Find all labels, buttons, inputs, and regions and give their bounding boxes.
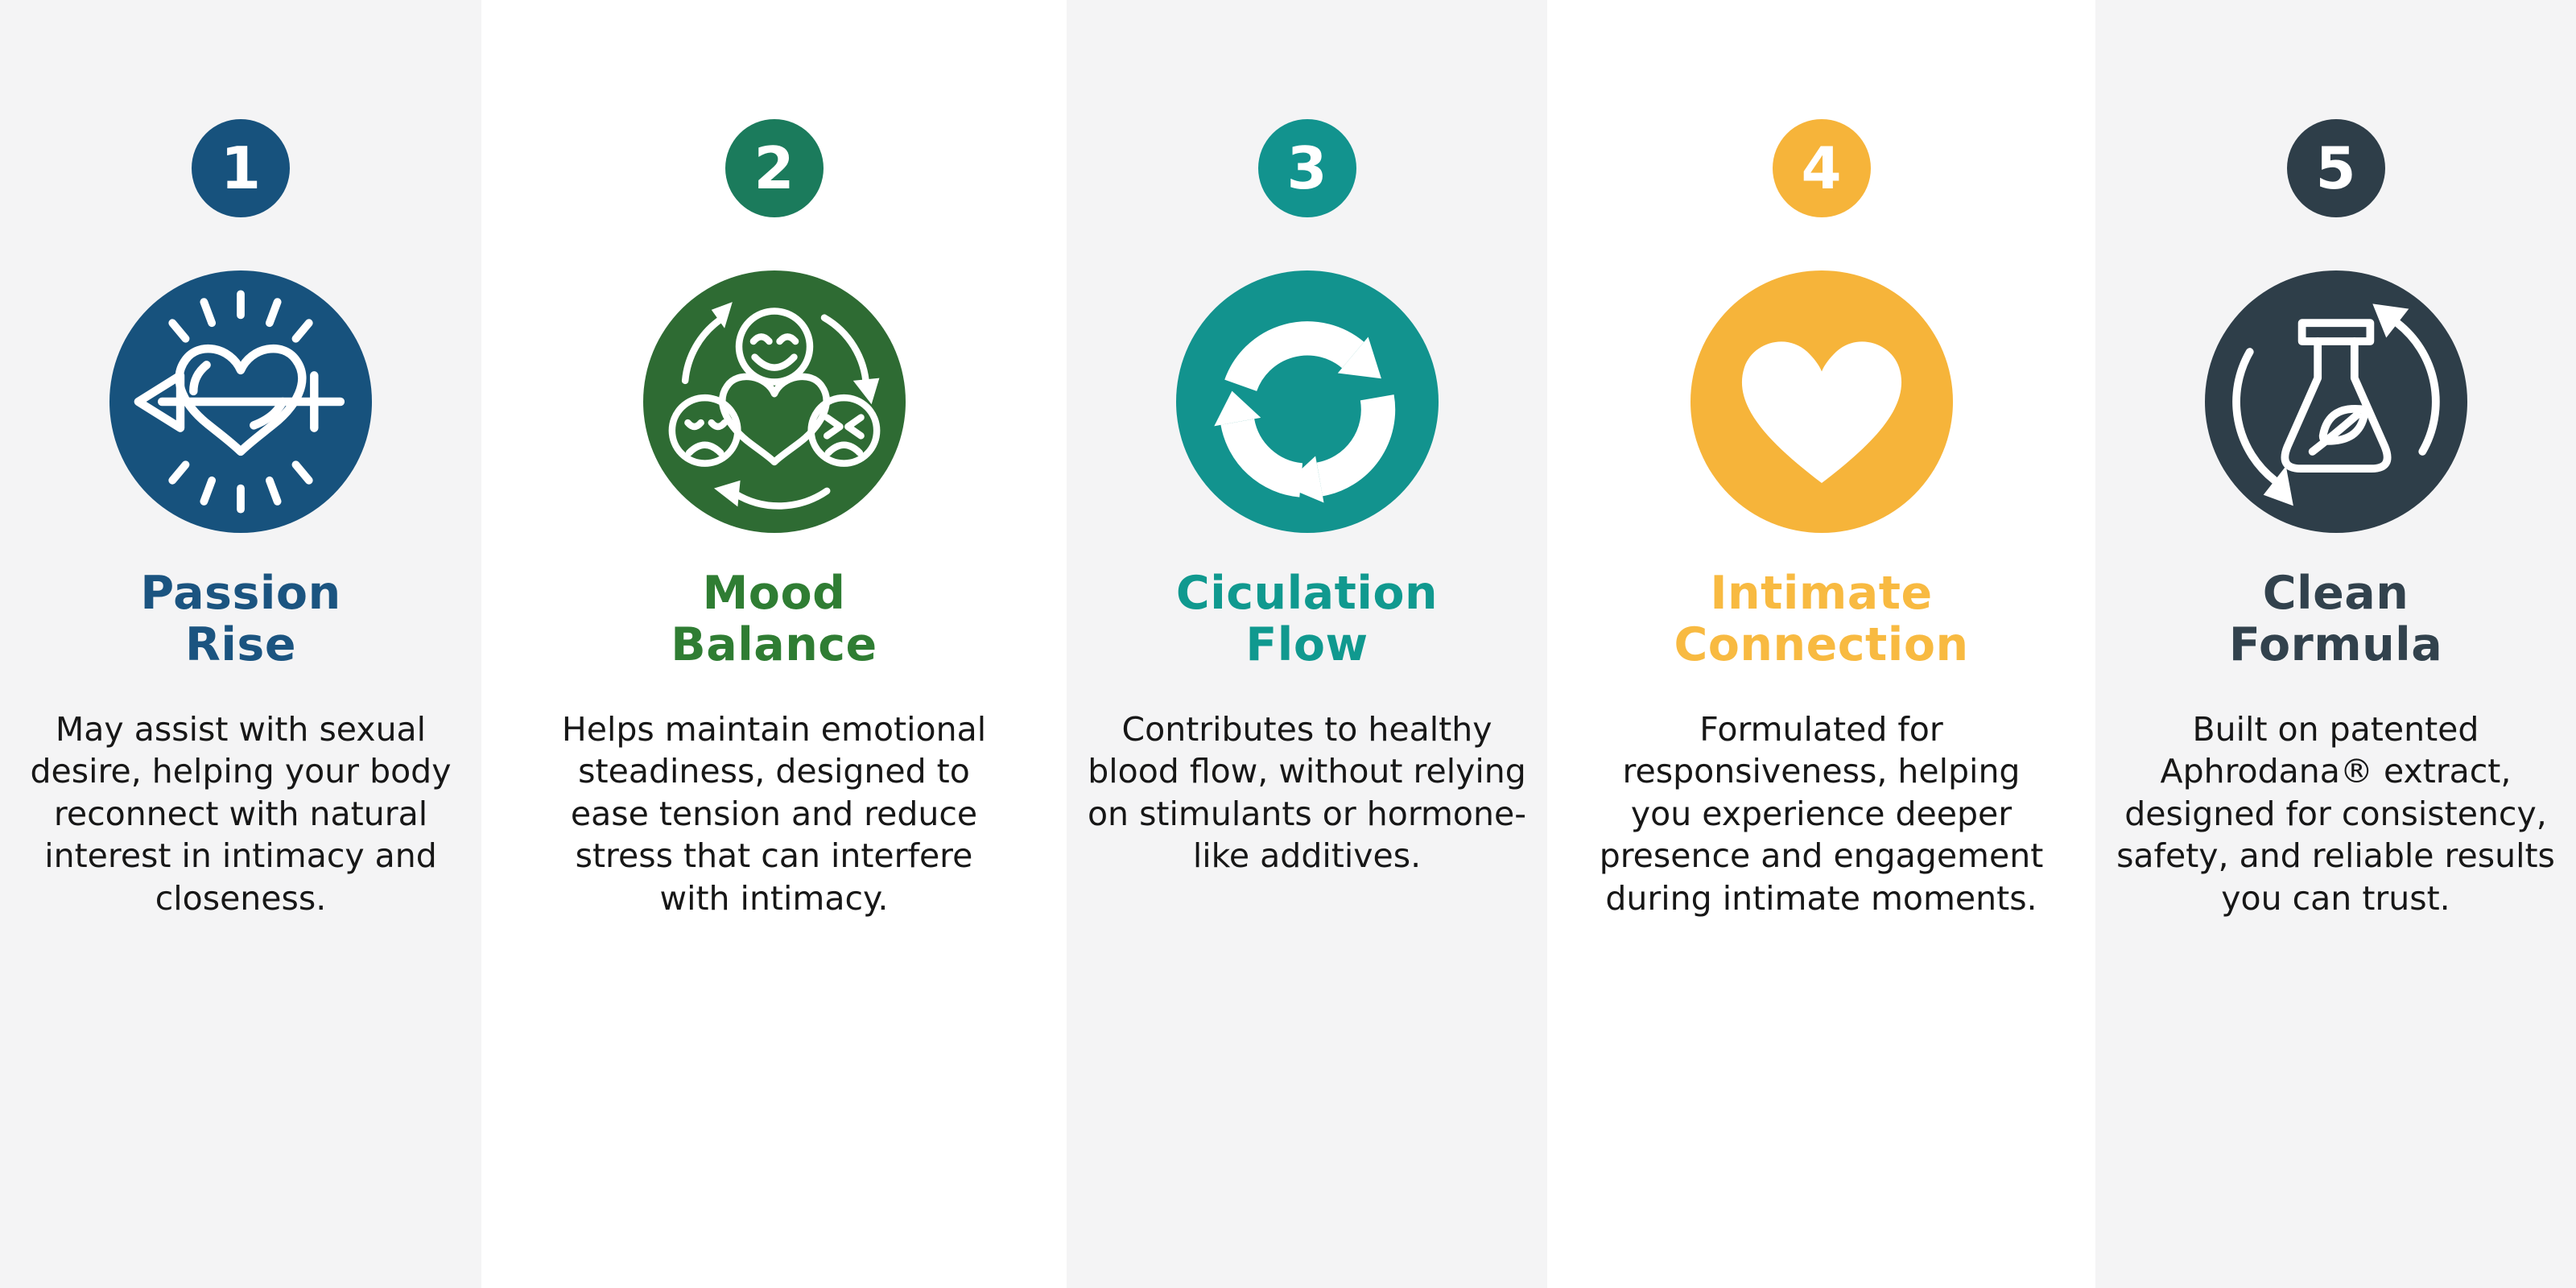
flask-leaf-icon	[2231, 303, 2440, 506]
benefit-title: Clean Formula	[2229, 568, 2442, 671]
step-number-badge: 5	[2286, 119, 2385, 217]
benefit-title-line: Formula	[2228, 617, 2443, 671]
benefit-title-line: Ciculation	[1175, 567, 1439, 620]
benefit-title: Ciculation Flow	[1176, 568, 1438, 671]
intimacy-icon-circle	[1690, 270, 1953, 533]
step-number: 2	[753, 134, 795, 202]
benefit-description: Built on patented Aphrodana® extract, de…	[2116, 709, 2555, 918]
step-number: 1	[220, 134, 262, 202]
benefit-title: Intimate Connection	[1674, 568, 1968, 671]
passion-icon-circle	[109, 270, 372, 533]
cycle-arrows-icon	[1213, 321, 1395, 503]
benefit-description: Helps maintain emotional steadiness, des…	[561, 709, 987, 918]
benefit-description: Formulated for responsiveness, helping y…	[1599, 709, 2044, 918]
benefit-column-clean-formula: 5 Clean Formula Built	[2095, 0, 2576, 1288]
benefit-description: Contributes to healthy blood flow, witho…	[1087, 709, 1527, 876]
benefit-column-passion-rise: 1	[0, 0, 481, 1288]
heart-solid-icon	[1741, 341, 1901, 484]
step-number-badge: 4	[1772, 119, 1871, 217]
benefit-title-line: Intimate	[1710, 567, 1933, 620]
clean-formula-icon-circle	[2204, 270, 2467, 533]
benefit-title: Mood Balance	[671, 568, 877, 671]
benefit-title-line: Mood	[702, 567, 846, 620]
benefit-column-mood-balance: 2	[481, 0, 1067, 1288]
step-number-badge: 2	[724, 119, 824, 217]
benefit-title: Passion Rise	[140, 568, 341, 671]
benefit-title-line: Rise	[184, 617, 296, 671]
mood-faces-icon	[668, 302, 880, 510]
benefit-description: May assist with sexual desire, helping y…	[30, 709, 452, 918]
benefit-column-intimate-connection: 4 Intimate Connection Formulated for res…	[1547, 0, 2095, 1288]
step-number: 3	[1286, 134, 1327, 202]
benefit-title-line: Passion	[140, 567, 341, 620]
benefit-title-line: Clean	[2262, 567, 2409, 620]
step-number: 4	[1801, 134, 1842, 202]
benefit-title-line: Connection	[1674, 617, 1969, 671]
step-number-badge: 1	[192, 119, 290, 217]
benefit-title-line: Balance	[671, 617, 877, 671]
circulation-icon-circle	[1175, 270, 1439, 533]
step-number: 5	[2315, 134, 2356, 202]
step-number-badge: 3	[1257, 119, 1356, 217]
mood-icon-circle	[642, 270, 906, 533]
benefit-title-line: Flow	[1245, 617, 1368, 671]
benefit-column-circulation-flow: 3 Ciculation Flow Contributes to healthy…	[1067, 0, 1547, 1288]
heart-arrow-icon	[134, 290, 345, 514]
